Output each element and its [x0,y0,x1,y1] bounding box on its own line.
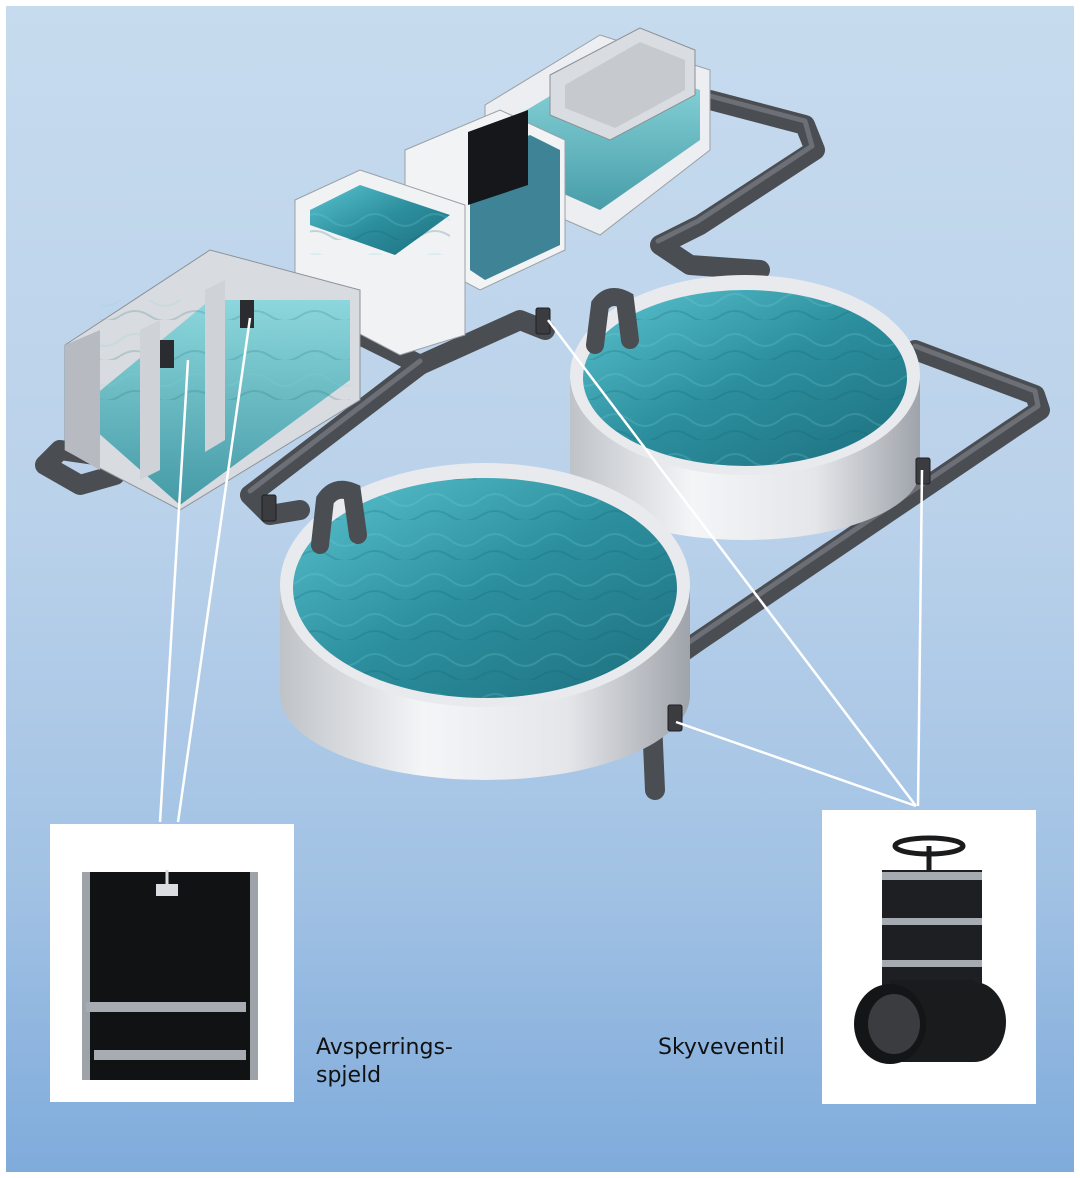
valve-label: Skyveventil [658,1034,785,1062]
callout-lines [158,317,924,823]
diagram-frame: Avsperrings- spjeld Skyveventil [6,6,1074,1172]
gate-valve-illustration [824,812,1034,1102]
damper-label-line-2: spjeld [316,1063,382,1088]
valve-inset [822,810,1036,1104]
treatment-building-units [64,27,711,511]
valve-label-text: Skyveventil [658,1035,785,1060]
aquaculture-system-illustration [35,27,1050,823]
round-tank-back [570,275,920,540]
round-tank-front [280,463,690,780]
damper-label: Avsperrings- spjeld [316,1034,453,1090]
damper-illustration [52,826,292,1100]
valve-markers [261,307,931,732]
damper-label-line-1: Avsperrings- [316,1035,453,1060]
damper-inset [50,824,294,1102]
